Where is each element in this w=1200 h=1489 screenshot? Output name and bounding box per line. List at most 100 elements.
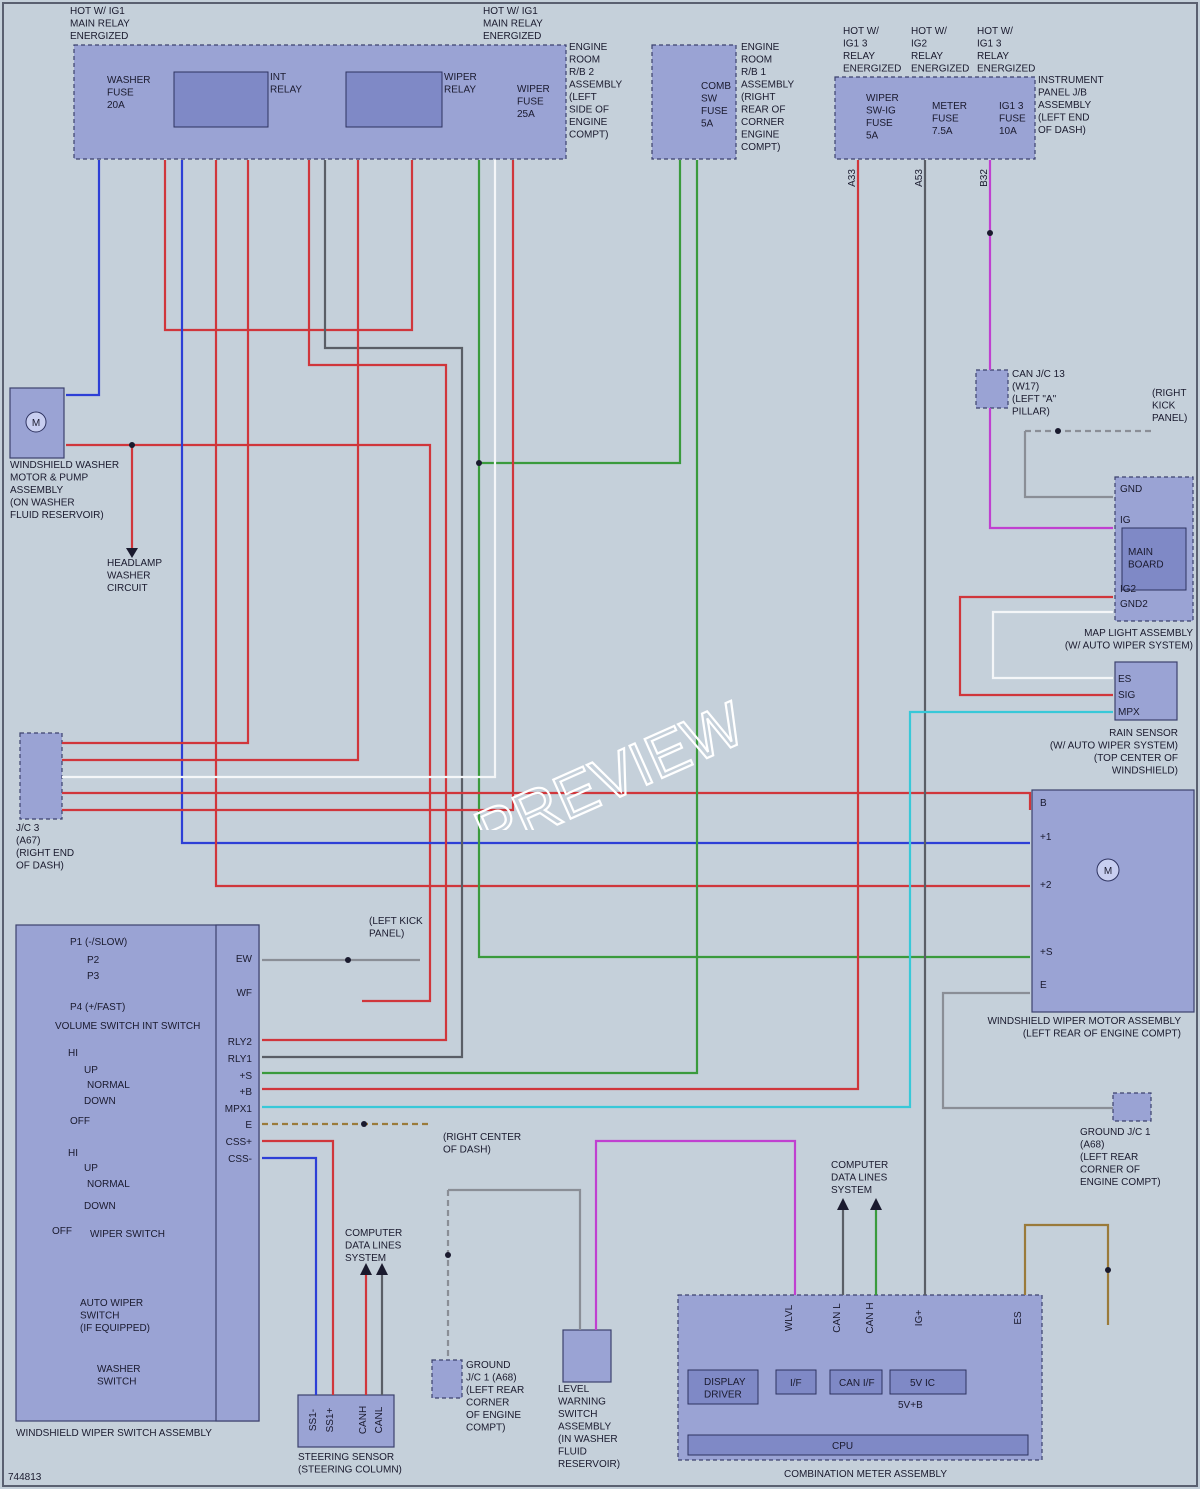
cdl-arrow-3 — [360, 1263, 372, 1275]
washer-motor-m: M — [32, 418, 40, 429]
switch-pin-rly1: RLY1 — [228, 1054, 253, 1065]
wire-rly2-red — [262, 160, 448, 1042]
steering-pin: CANL — [374, 1406, 385, 1433]
wiper-motor-name: WINDSHIELD WIPER MOTOR ASSEMBLY(LEFT REA… — [987, 1016, 1181, 1040]
switch-assembly-name: WINDSHIELD WIPER SWITCH ASSEMBLY — [16, 1428, 212, 1439]
switch-pin-+s: +S — [239, 1071, 252, 1082]
wire-brn-es — [1023, 1223, 1110, 1325]
display-driver-block — [687, 1369, 759, 1405]
wire-wiper-fuse-red — [62, 160, 515, 812]
wire-red-plus2 — [214, 160, 1030, 888]
wire-grn-plus-s — [477, 160, 1030, 959]
cpu-label: CPU — [832, 1441, 853, 1452]
switch-position-label: DOWN — [84, 1201, 116, 1212]
map-light-pin-ig2: IG2 — [1120, 584, 1137, 595]
switch-pin-css+: CSS+ — [226, 1137, 253, 1148]
wiper-switch-connector-strip — [215, 924, 260, 1422]
can-if-label: CAN I/F — [839, 1378, 875, 1389]
wire-css-plus-red — [262, 1139, 335, 1395]
wire-wht-jc3-8 — [62, 160, 497, 779]
switch-position-label: OFF — [70, 1116, 90, 1127]
wiper-motor-icon — [1096, 858, 1120, 882]
can-if-block — [829, 1369, 883, 1395]
wiper-motor-m: M — [1104, 866, 1112, 877]
steering-sensor-name: STEERING SENSOR(STEERING COLUMN) — [298, 1452, 402, 1476]
switch-pin-css-: CSS- — [228, 1154, 252, 1165]
level-switch-box — [562, 1329, 612, 1383]
junction-dot — [1105, 1267, 1111, 1273]
jc3-box — [19, 732, 63, 820]
wire-whtblk-ground — [941, 991, 1113, 1110]
switch-position-label: P4 (+/FAST) — [70, 1002, 125, 1013]
meter-pin: ES — [1013, 1311, 1024, 1325]
steering-pin: SS1+ — [325, 1407, 336, 1432]
wiper-motor-pin: E — [1040, 980, 1047, 991]
rain-sensor-pin-sig: SIG — [1118, 690, 1135, 701]
switch-position-label: NORMAL — [87, 1179, 130, 1190]
instrument-panel-jb-box — [834, 76, 1036, 160]
cdl-arrow-1 — [837, 1198, 849, 1210]
meter-pin: IG+ — [914, 1310, 925, 1327]
junction-dot — [361, 1121, 367, 1127]
wiper-motor-pin: B — [1040, 798, 1047, 809]
switch-pin-+b: +B — [239, 1087, 252, 1098]
wiper-motor-pin: +2 — [1040, 880, 1052, 891]
wire-css-minus-blu — [262, 1156, 318, 1395]
wire-washer-blu — [66, 160, 101, 397]
switch-position-label: HI — [68, 1148, 78, 1159]
ground-jc1b-box — [431, 1359, 463, 1399]
map-light-main-board — [1121, 527, 1187, 591]
wire-grn-comb — [479, 160, 682, 465]
rain-sensor-box — [1114, 661, 1178, 721]
rain-sensor-pin-mpx: MPX — [1118, 707, 1140, 718]
washer-motor-icon — [25, 411, 47, 433]
five-v-ic-block — [889, 1369, 967, 1395]
meter-pin: CAN L — [832, 1303, 843, 1333]
switch-position-label: P2 — [87, 955, 100, 966]
meter-pin: CAN H — [865, 1302, 876, 1333]
watermark: PREVIEW — [464, 688, 756, 830]
can-jc-label: CAN J/C 13(W17)(LEFT "A"PILLAR) — [1012, 369, 1065, 418]
switch-pin-wf: WF — [236, 988, 252, 999]
engine-room-rb2-box — [73, 44, 567, 160]
switch-pin-ew: EW — [236, 954, 253, 965]
cdl-arrow-4 — [376, 1263, 388, 1275]
junction-dot — [476, 460, 482, 466]
rain-sensor-name: RAIN SENSOR(W/ AUTO WIPER SYSTEM)(TOP CE… — [1050, 728, 1178, 777]
switch-position-label: UP — [84, 1065, 98, 1076]
wiper-motor-box — [1031, 789, 1195, 1013]
wire-red-jc3-10 — [62, 160, 250, 745]
switch-position-label: P1 (-/SLOW) — [70, 937, 127, 948]
if-block — [775, 1369, 817, 1395]
engine-room-rb1-box — [651, 44, 737, 160]
wire-ltblu-mpx — [262, 710, 1113, 1109]
junction-dot — [129, 442, 135, 448]
ground-jc1-box — [1112, 1092, 1152, 1122]
wire-int-red-blu-loop — [163, 160, 414, 332]
cdl-arrow-2 — [870, 1198, 882, 1210]
wire-wht-gnd2-es — [991, 610, 1113, 680]
switch-position-label: P3 — [87, 971, 100, 982]
map-light-pin-gnd2: GND2 — [1120, 599, 1148, 610]
steering-sensor-box — [297, 1394, 395, 1448]
junction-dot — [987, 230, 993, 236]
wire-red-ig2-sig — [958, 595, 1113, 697]
wiper-motor-pin: +1 — [1040, 832, 1052, 843]
